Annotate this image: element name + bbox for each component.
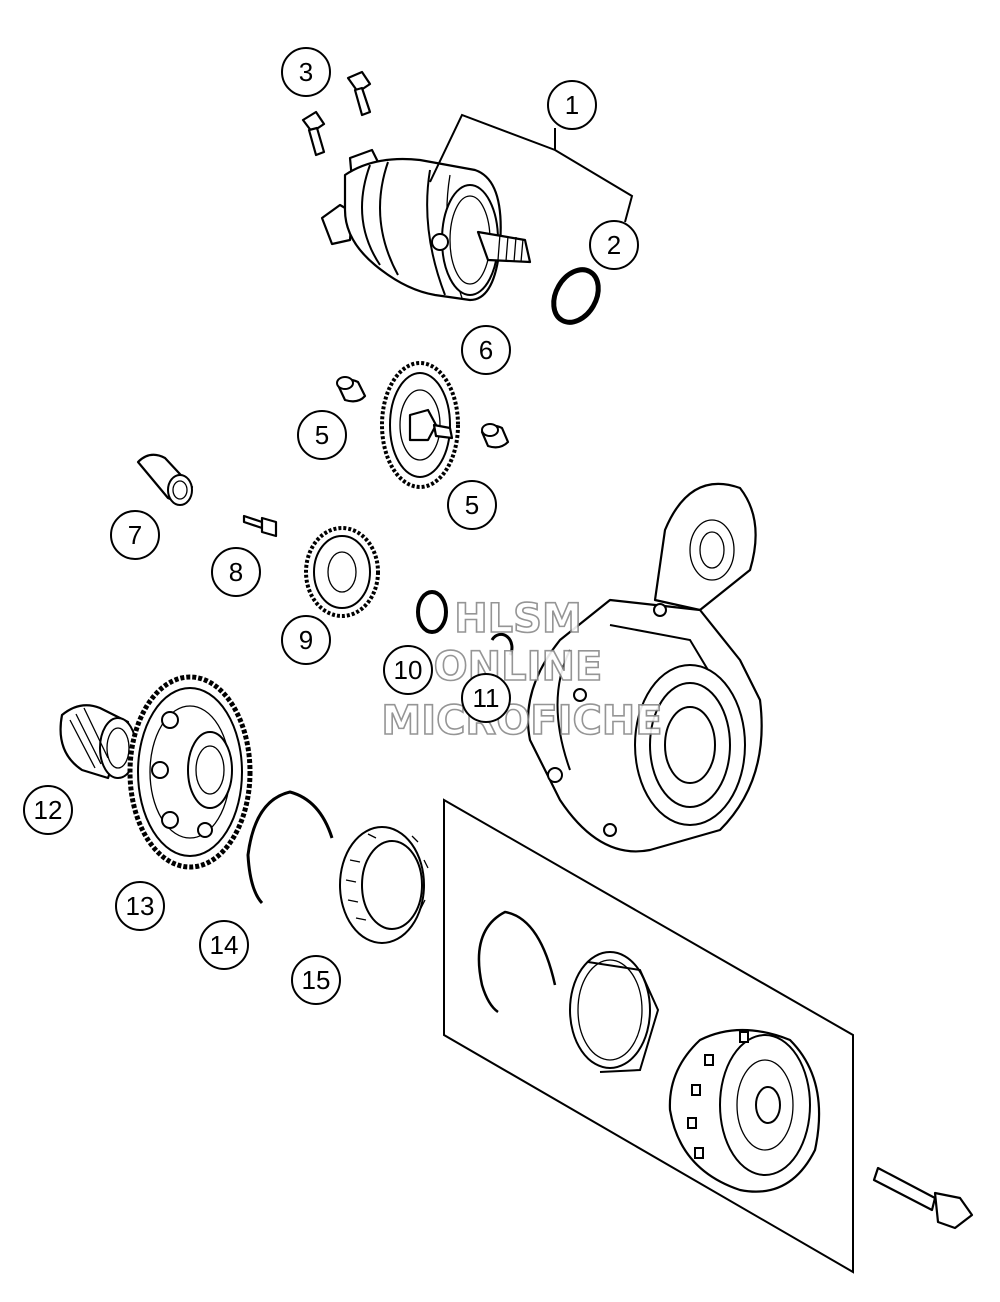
callout-label: 5 (465, 490, 479, 520)
bushing-lower (480, 423, 510, 449)
watermark: HLSM ONLINE MICROFICHE (381, 595, 664, 745)
callout-9: 9 (281, 615, 331, 665)
sleeve (136, 453, 194, 506)
callout-1: 1 (547, 80, 597, 130)
callout-11: 11 (461, 673, 511, 723)
circlip (490, 632, 514, 656)
callout-2: 2 (589, 220, 639, 270)
bolt-pair (301, 70, 372, 157)
callout-label: 7 (128, 520, 142, 550)
engine-cover (526, 482, 763, 853)
watermark-line-3: MICROFICHE (381, 698, 662, 744)
needle-bearing (59, 704, 137, 780)
callout-14: 14 (199, 920, 249, 970)
callout-7: 7 (110, 510, 160, 560)
callout-label: 5 (315, 420, 329, 450)
starter-gear (127, 674, 253, 870)
watermark-line-2: ONLINE (434, 644, 603, 690)
idler-gear (380, 361, 460, 489)
callout-13: 13 (115, 881, 165, 931)
starter-motor (320, 148, 532, 302)
callout-6: 6 (461, 325, 511, 375)
callout-label: 2 (607, 230, 621, 260)
callout-15: 15 (291, 955, 341, 1005)
callout-label: 10 (394, 655, 423, 685)
bolt-small (242, 514, 278, 538)
callout-5-lower: 5 (447, 480, 497, 530)
retaining-ring (246, 790, 334, 905)
callout-label: 3 (299, 57, 313, 87)
callout-label: 8 (229, 557, 243, 587)
freewheel-assembly-inset (443, 798, 974, 1274)
callout-10: 10 (383, 645, 433, 695)
callout-3: 3 (281, 47, 331, 97)
intermediate-gear (304, 526, 380, 618)
callout-label: 6 (479, 335, 493, 365)
o-ring (551, 267, 601, 325)
callout-label: 11 (473, 683, 500, 713)
callout-label: 9 (299, 625, 313, 655)
callout-5-upper: 5 (297, 410, 347, 460)
callout-label: 1 (565, 90, 579, 120)
callout-label: 13 (126, 891, 155, 921)
callout-label: 12 (34, 795, 63, 825)
leader-lines-1-2 (429, 113, 634, 223)
callout-label: 15 (302, 965, 331, 995)
callout-8: 8 (211, 547, 261, 597)
watermark-line-1: HLSM (454, 596, 582, 642)
freewheel (339, 826, 429, 944)
callout-label: 14 (210, 930, 239, 960)
callout-12: 12 (23, 785, 73, 835)
bushing-upper (336, 376, 367, 403)
seal-ring (416, 590, 448, 634)
